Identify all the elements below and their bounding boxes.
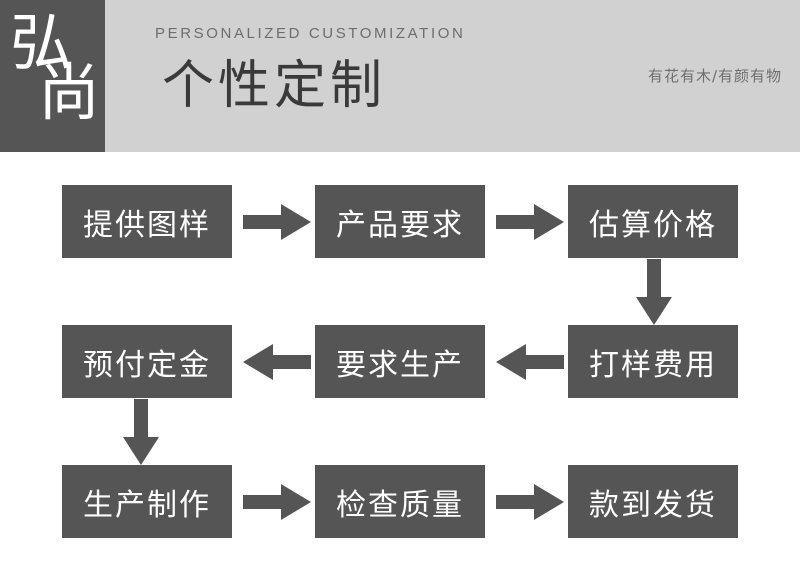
arrow-right-icon	[243, 482, 311, 522]
flow-node-quality-check: 检查质量	[315, 465, 485, 538]
flow-node-production: 生产制作	[62, 465, 232, 538]
logo-char-second: 尚	[38, 56, 101, 129]
logo-glyph-group: 弘 尚	[0, 0, 105, 152]
arrow-right-icon	[496, 202, 564, 242]
process-flow-diagram: 提供图样 产品要求 估算价格 预付定金 要求生产 打样费用	[0, 152, 800, 582]
brand-logo: 弘 尚	[0, 0, 105, 152]
arrow-right-icon	[496, 482, 564, 522]
arrow-down-icon	[634, 259, 674, 325]
arrow-right-icon	[243, 202, 311, 242]
page-header: 弘 尚 PERSONALIZED CUSTOMIZATION 个性定制 有花有木…	[0, 0, 800, 152]
page-title: 个性定制	[162, 56, 387, 116]
flow-node-ship-after-payment: 款到发货	[568, 465, 738, 538]
flow-node-estimate-price: 估算价格	[568, 185, 738, 258]
flow-node-product-requirement: 产品要求	[315, 185, 485, 258]
flow-node-sampling-fee: 打样费用	[568, 325, 738, 398]
flow-node-provide-drawing: 提供图样	[62, 185, 232, 258]
header-tagline: 有花有木/有颜有物	[647, 67, 782, 85]
arrow-left-icon	[243, 342, 311, 382]
logo-char-first: 弘	[10, 6, 73, 79]
flow-node-prepay-deposit: 预付定金	[62, 325, 232, 398]
arrow-down-icon	[121, 399, 161, 465]
flow-node-request-production: 要求生产	[315, 325, 485, 398]
arrow-left-icon	[496, 342, 564, 382]
header-eyebrow-text: PERSONALIZED CUSTOMIZATION	[155, 25, 466, 42]
